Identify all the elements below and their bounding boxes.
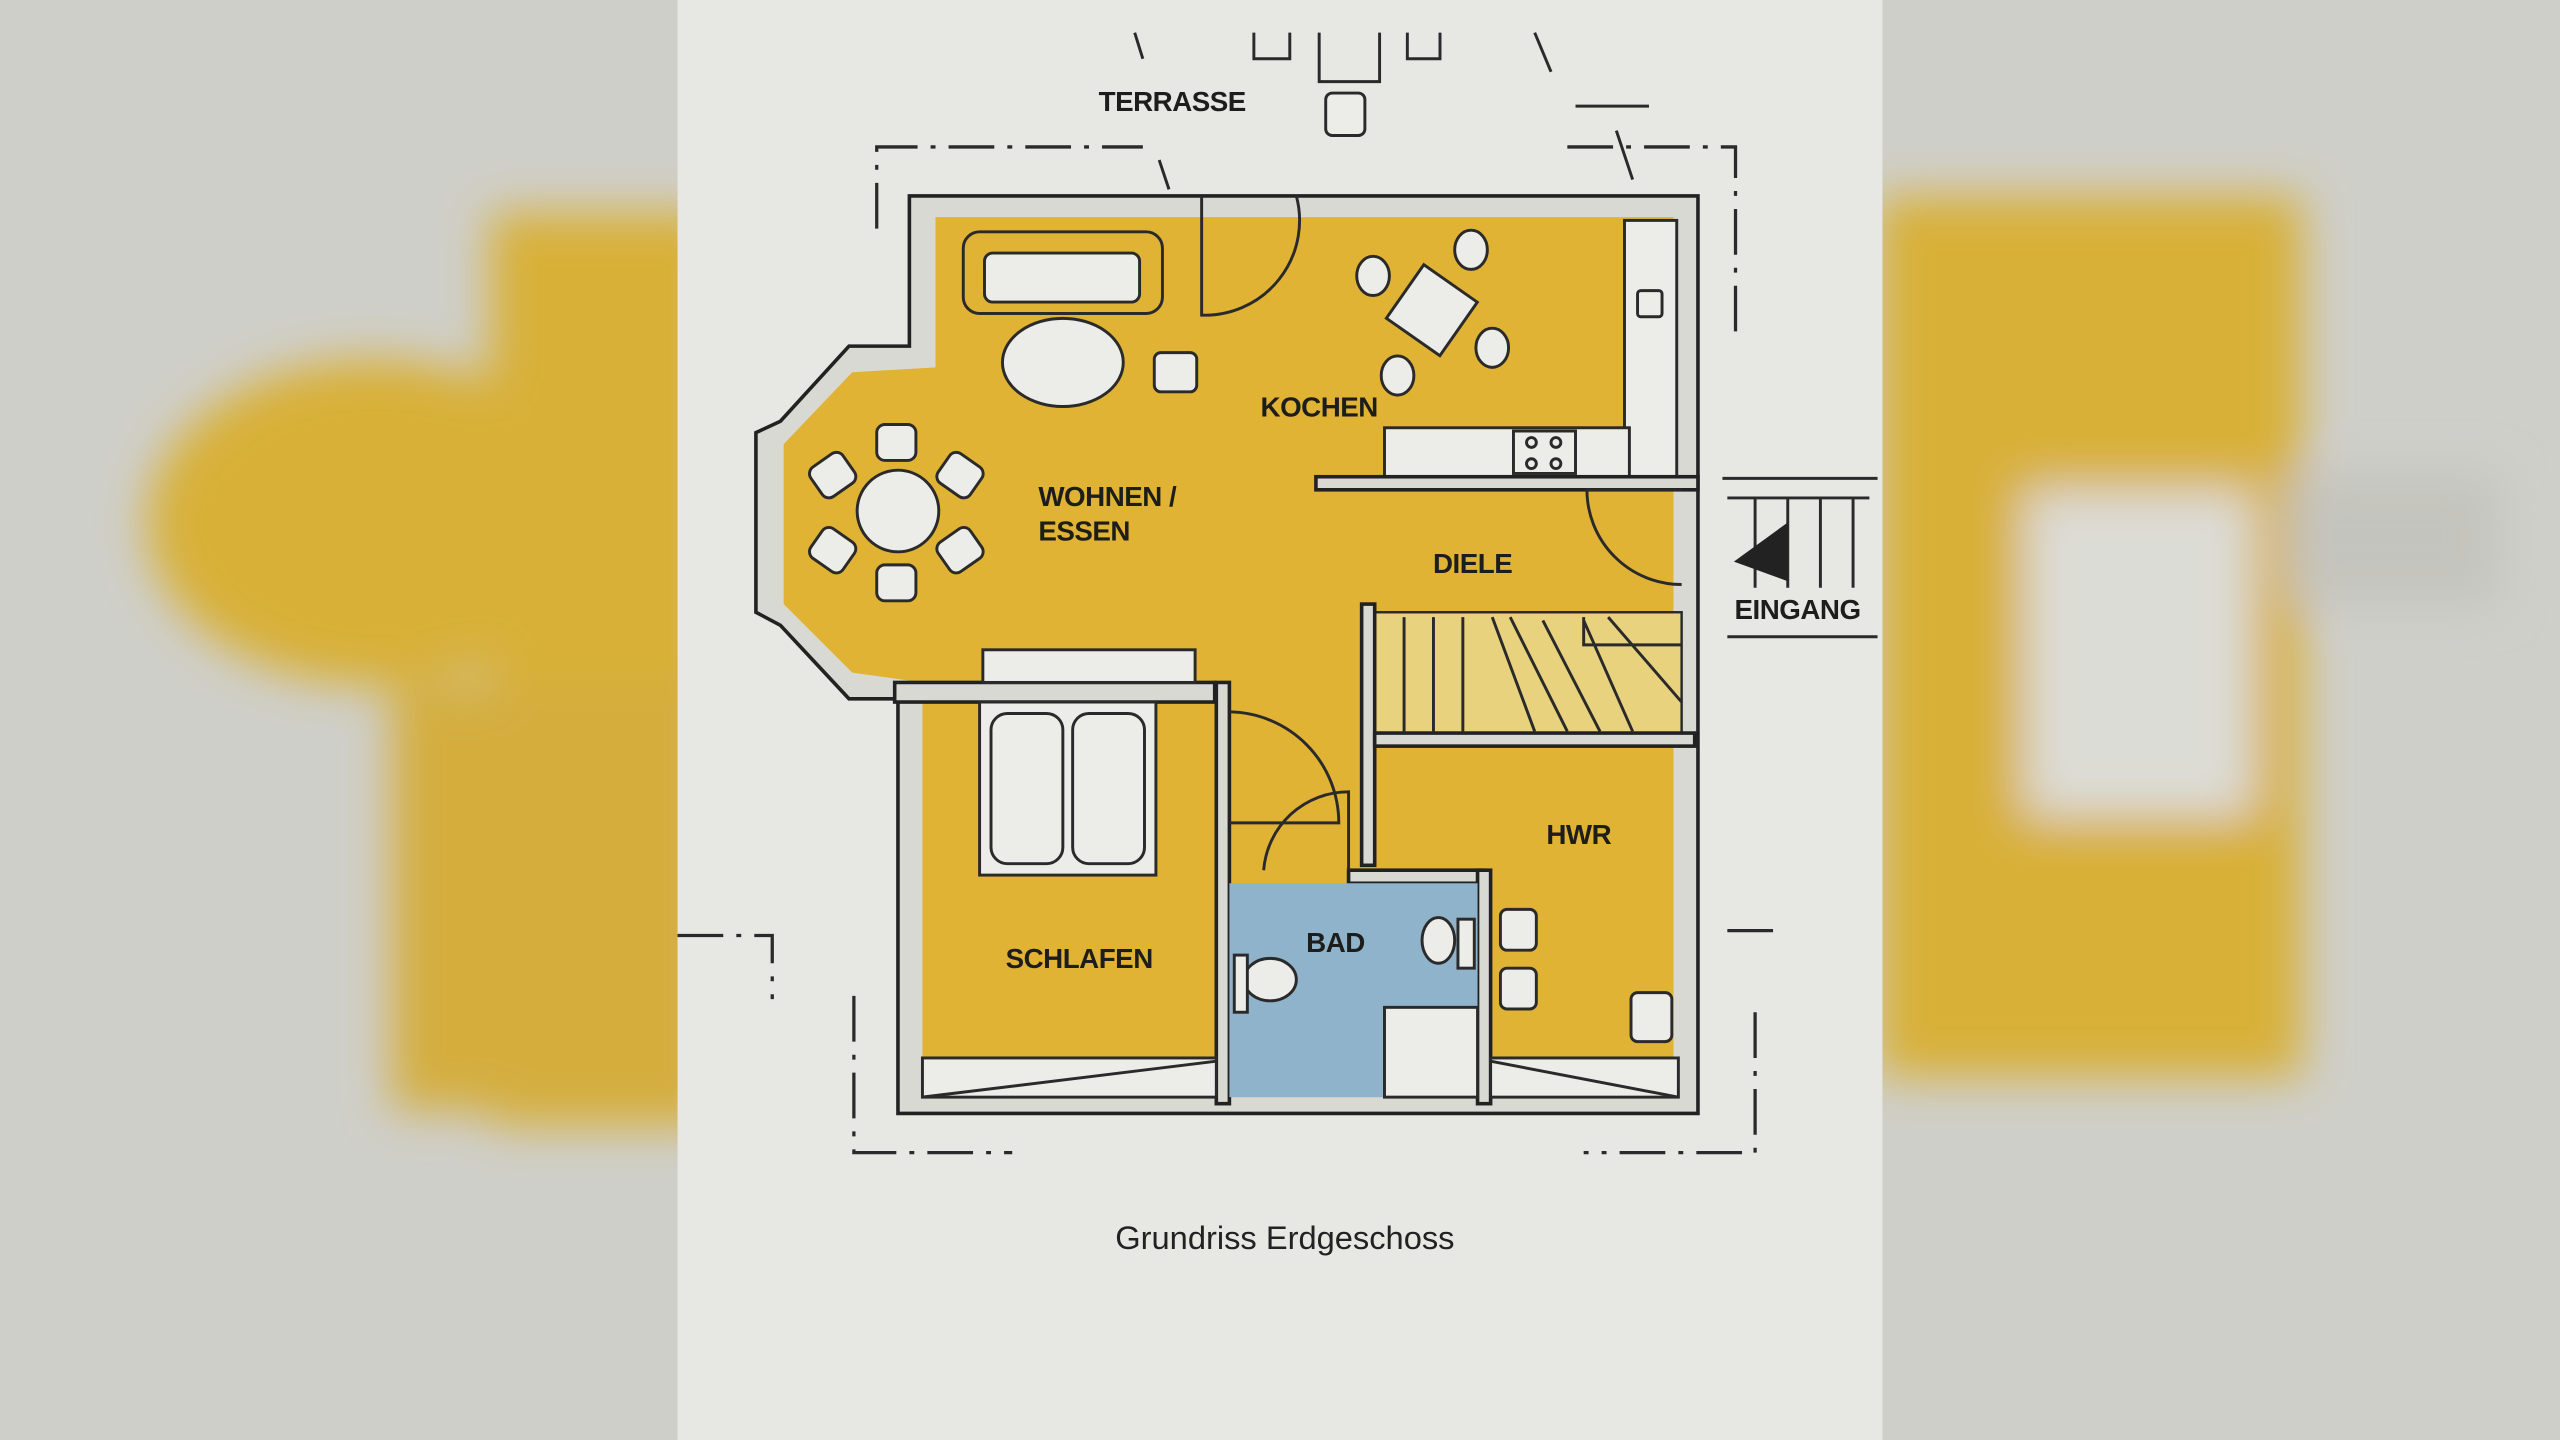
label-schlafen: SCHLAFEN (1006, 943, 1153, 974)
label-hwr: HWR (1546, 819, 1611, 850)
coffee-table (1000, 316, 1125, 408)
label-bad: BAD (1306, 927, 1365, 958)
interior-walls (892, 474, 1700, 1106)
living-furniture (808, 230, 1199, 603)
door-swings (1200, 195, 1682, 871)
label-diele: DIELE (1433, 548, 1512, 579)
label-eingang: EINGANG (1735, 594, 1861, 625)
kitchen-table (1355, 228, 1511, 397)
dining-table (855, 468, 941, 554)
label-kochen: KOCHEN (1261, 391, 1378, 422)
label-wohnen: WOHNEN / (1038, 481, 1177, 512)
utility-room-furniture (1489, 907, 1680, 1099)
sofa (983, 251, 1142, 304)
plan-caption: Grundriss Erdgeschoss (1115, 1219, 1454, 1256)
bath-cabinet (1383, 1005, 1480, 1099)
sink-icon (1636, 289, 1664, 319)
washbasin-icon (1420, 916, 1457, 965)
armchair (1152, 351, 1199, 394)
kitchen-counter-right (1623, 218, 1679, 484)
toilet-icon (1242, 956, 1298, 1003)
roof-outline (677, 32, 1785, 1155)
stove-icon (1512, 429, 1577, 475)
label-essen: ESSEN (1038, 515, 1130, 546)
kitchen-counter-bottom (1383, 426, 1631, 479)
bedroom-furniture (920, 648, 1218, 1099)
label-terrasse: TERRASSE (1099, 86, 1246, 117)
